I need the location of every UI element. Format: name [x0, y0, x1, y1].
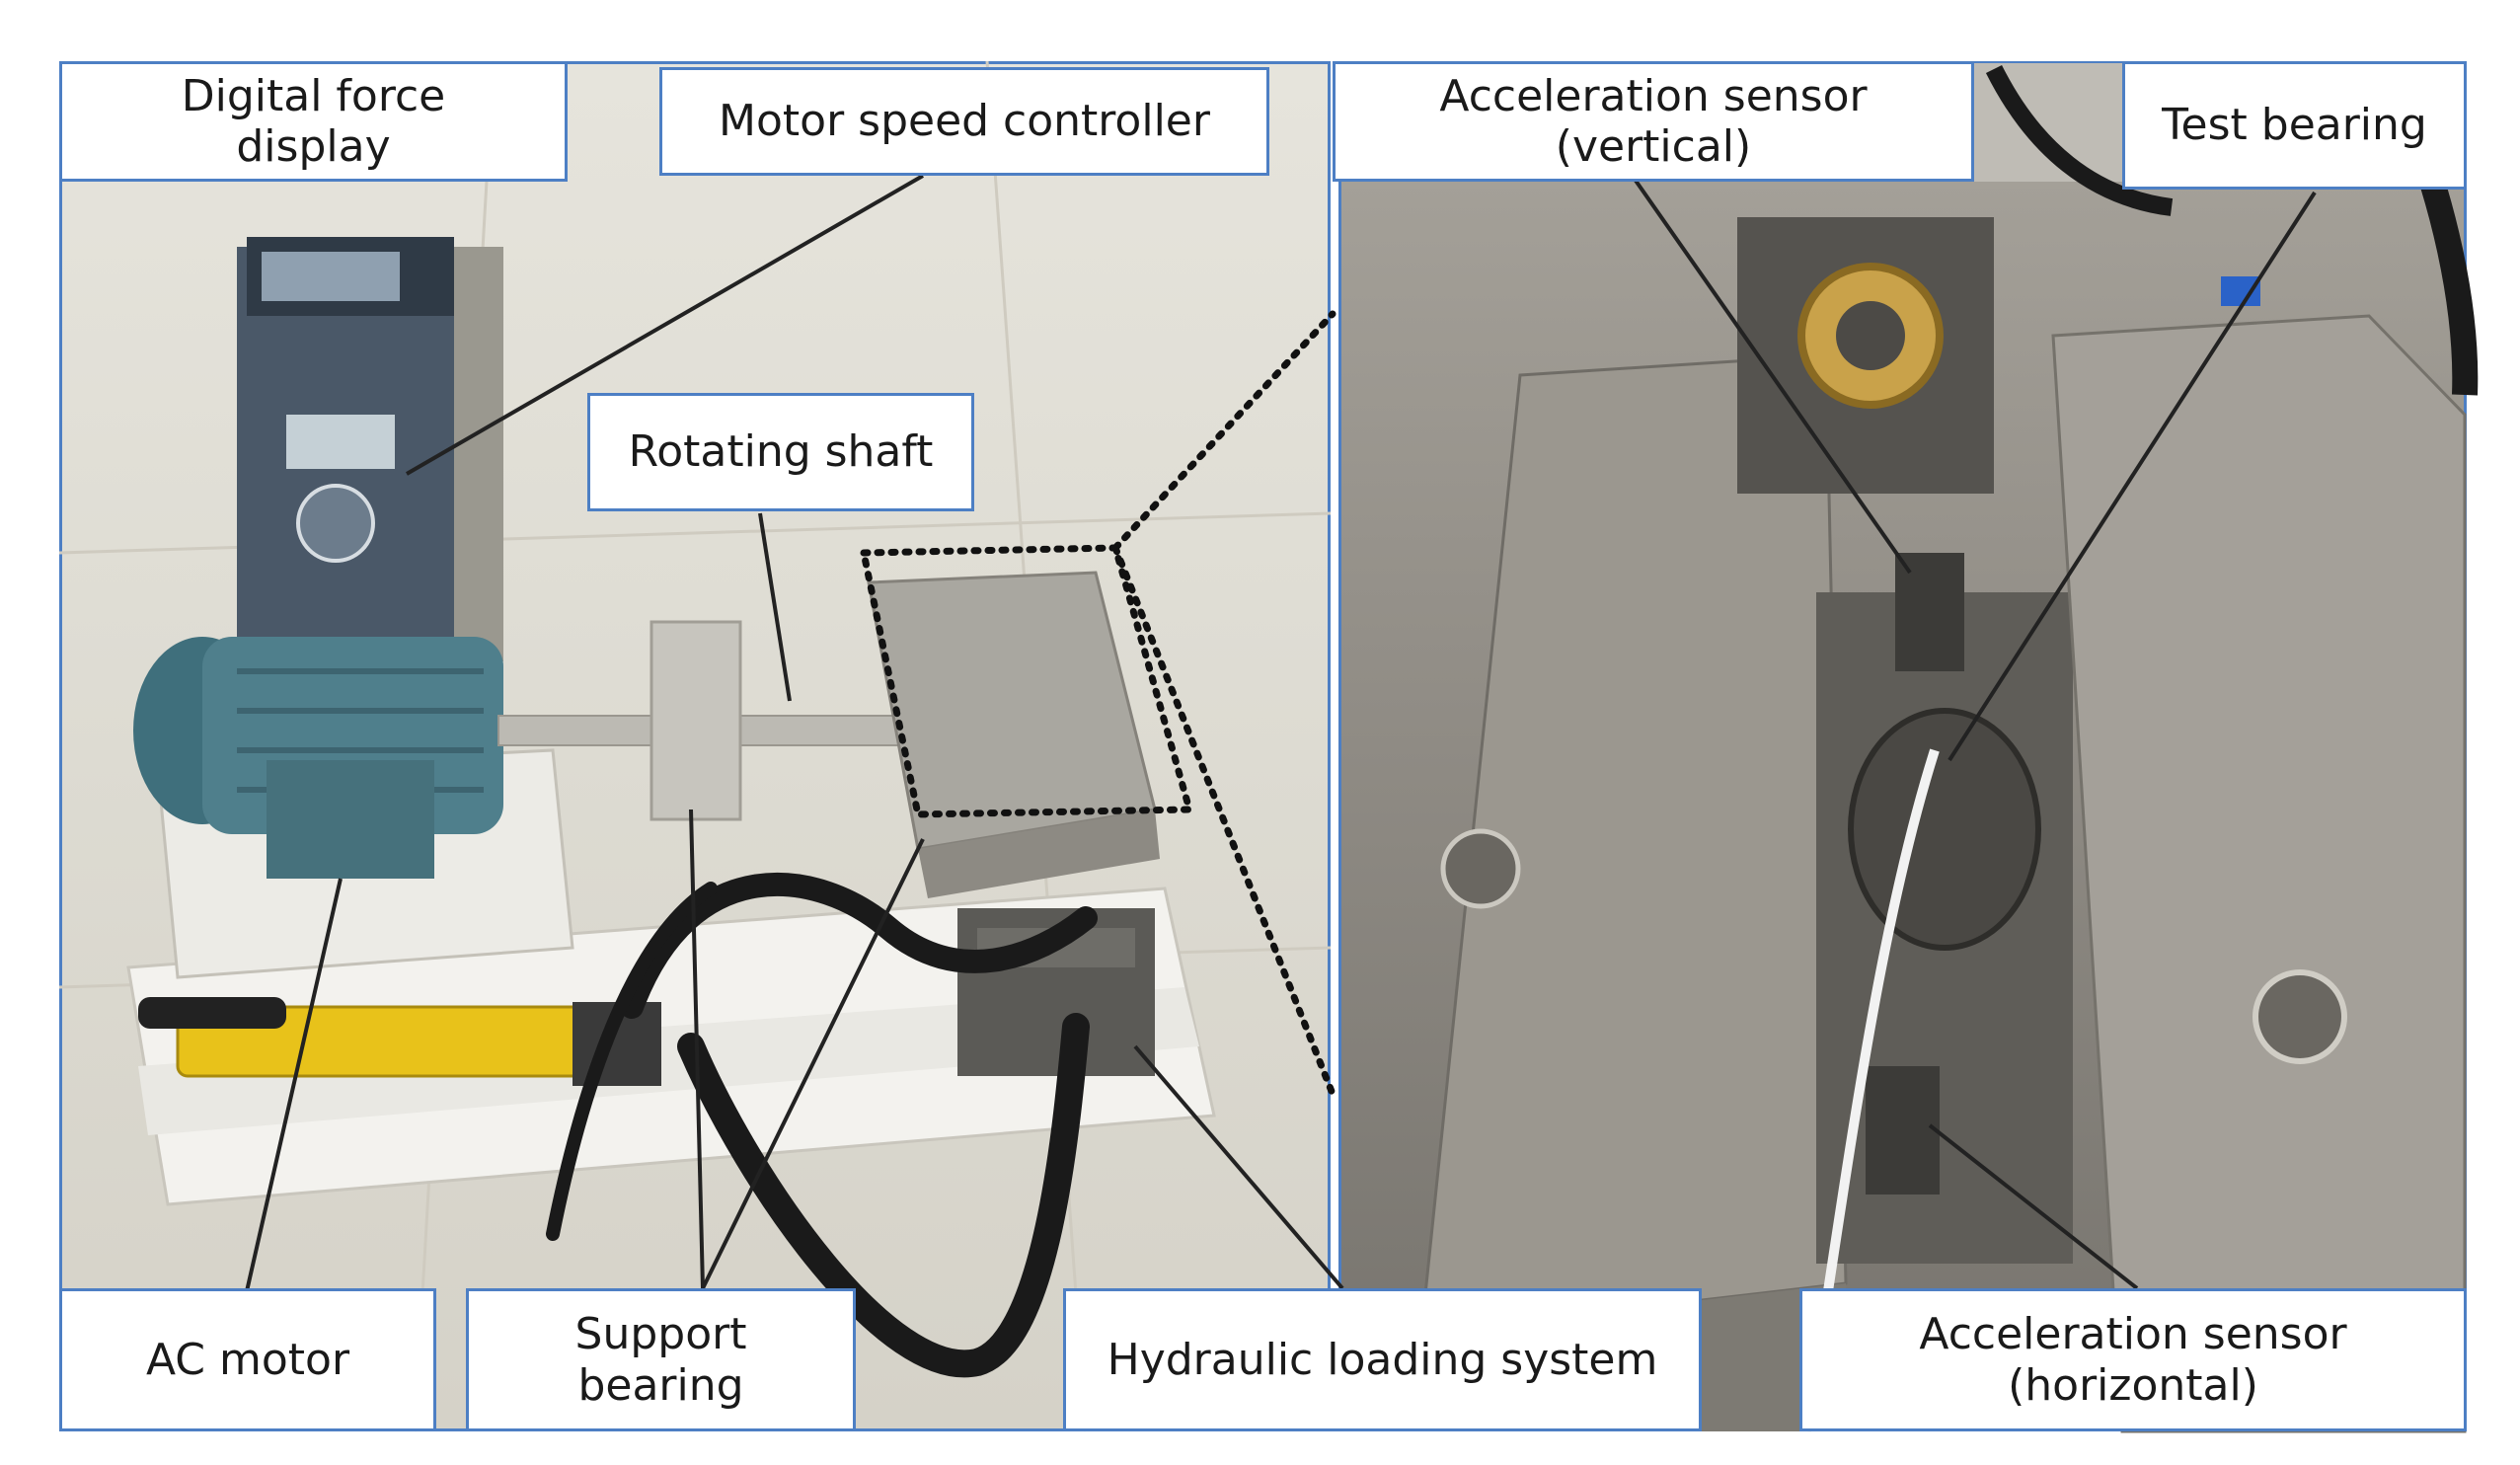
controller-screen: [286, 415, 395, 469]
support-bearing-device: [649, 620, 742, 821]
zoom-line-top: [1111, 310, 1336, 552]
hand-pump-device: [138, 997, 661, 1086]
label-ac-motor: AC motor: [59, 1288, 436, 1431]
label-test-bearing: Test bearing: [2122, 61, 2467, 190]
leader-acceleration-sensor-horizontal: [1928, 1123, 2139, 1290]
label-acceleration-sensor-horizontal: Acceleration sensor (horizontal): [1799, 1288, 2467, 1431]
leader-test-bearing: [1947, 191, 2317, 762]
base-plate-edge: [138, 987, 1199, 1135]
leader-acceleration-sensor-vertical: [1632, 176, 1912, 575]
right-scene: [1340, 63, 2479, 1433]
bolt-left: [1440, 828, 1521, 909]
horizontal-sensor-device: [1866, 1066, 1940, 1195]
leader-motor-speed-controller: [405, 174, 925, 476]
leader-hydraulic-loading-system: [1133, 1044, 1344, 1290]
blue-connector: [2221, 276, 2260, 306]
motor-speed-controller-device: [237, 237, 503, 711]
zoom-box: [859, 544, 1194, 818]
loading-block-device: [867, 571, 1160, 1076]
steel-block-right: [2051, 314, 2467, 1433]
leader-rotating-shaft: [758, 512, 792, 702]
label-hydraulic-loading-system: Hydraulic loading system: [1063, 1288, 1702, 1431]
controller-knob: [296, 484, 375, 563]
force-display-screen: [262, 252, 400, 301]
bolt-right: [2253, 969, 2347, 1064]
hydraulic-hose-2: [677, 1013, 1090, 1378]
leader-ac-motor: [245, 878, 343, 1292]
label-motor-speed-controller: Motor speed controller: [659, 67, 1269, 176]
vertical-sensor-device: [1895, 553, 1964, 671]
hydraulic-hose-1: [620, 873, 1098, 1019]
controller-mount: [454, 247, 503, 661]
leader-lines: [245, 174, 2317, 1292]
cable: [546, 882, 718, 1241]
label-support-bearing: Support bearing: [466, 1288, 856, 1431]
label-rotating-shaft: Rotating shaft: [587, 393, 974, 511]
leader-support-bearing-1: [689, 809, 705, 1289]
zoom-line-bottom: [1111, 544, 1336, 1098]
label-digital-force-display: Digital force display: [59, 61, 568, 182]
controller-body: [237, 247, 464, 711]
ac-motor-device: [133, 637, 503, 879]
motor-terminal-box: [267, 760, 434, 879]
label-acceleration-sensor-vertical: Acceleration sensor (vertical): [1333, 61, 1974, 182]
leader-support-bearing-2: [701, 838, 925, 1289]
left-scene: [58, 60, 1336, 1432]
